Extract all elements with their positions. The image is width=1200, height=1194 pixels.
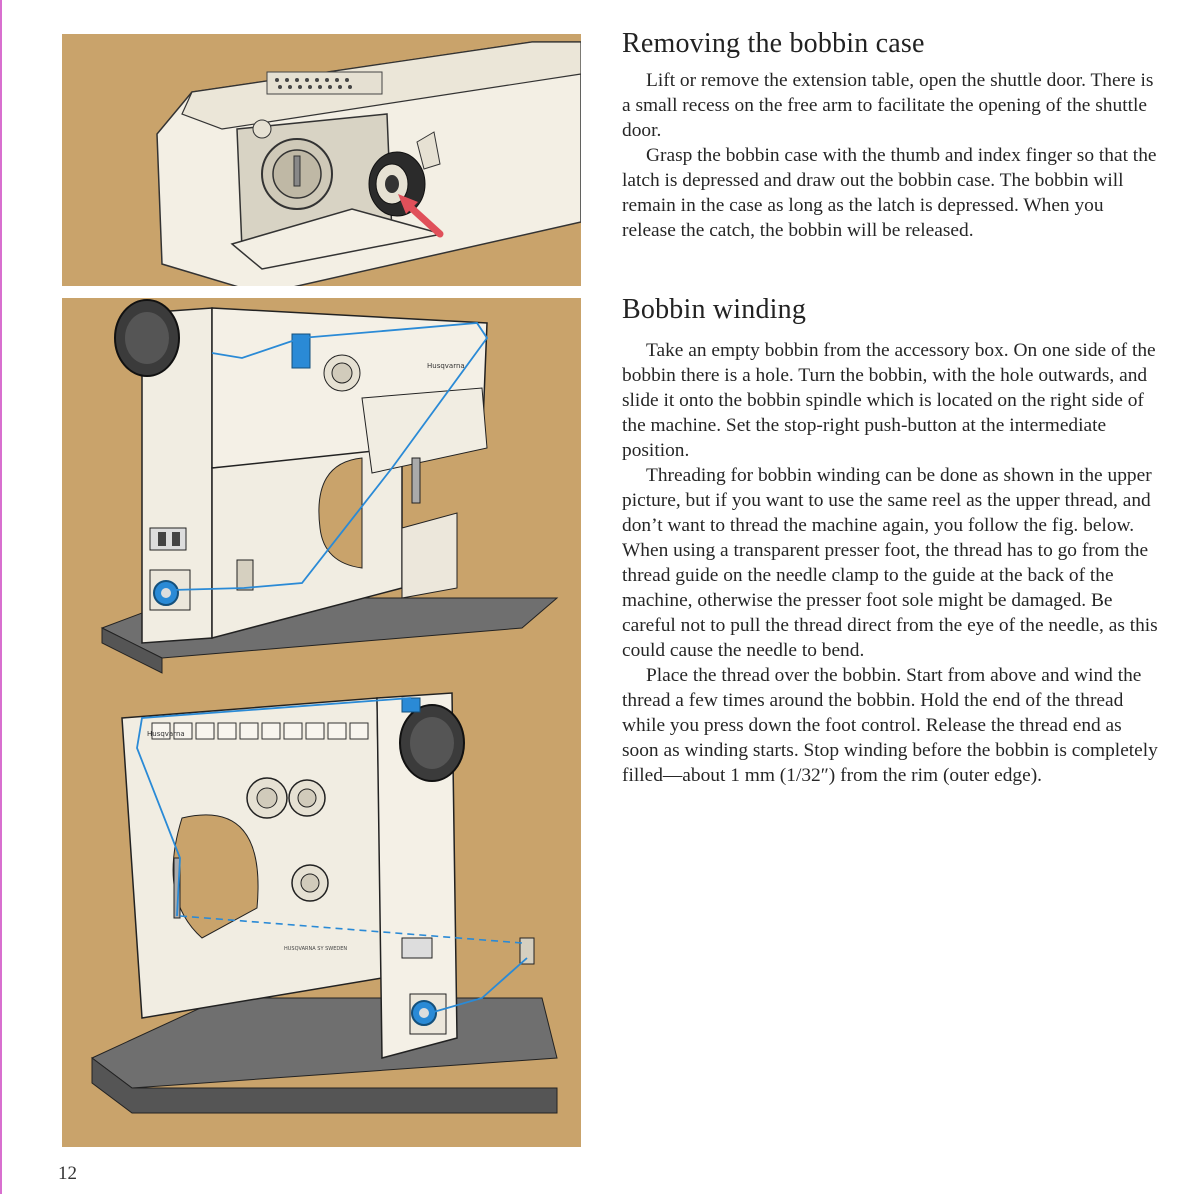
bobbin-case-figure — [62, 34, 581, 286]
paragraph: Take an empty bobbin from the accessory … — [622, 340, 1156, 461]
upper-brand-label: Husqvarna — [427, 362, 465, 370]
section-body-removing-bobbin-case: Lift or remove the extension table, open… — [622, 68, 1162, 243]
paragraph: Threading for bobbin winding can be done… — [622, 465, 1158, 661]
paragraph: Lift or remove the extension table, open… — [622, 70, 1154, 141]
page-number: 12 — [58, 1163, 77, 1184]
lower-machine-badge: HUSQVARNA SY SWEDEN — [284, 946, 347, 952]
bobbin-winding-figure: Husqvarna Husqvarna — [62, 298, 581, 1147]
section-body-bobbin-winding: Take an empty bobbin from the accessory … — [622, 338, 1162, 788]
section-title-removing-bobbin-case: Removing the bobbin case — [622, 28, 925, 59]
page-edge-line — [0, 0, 2, 1194]
paragraph: Place the thread over the bobbin. Start … — [622, 665, 1158, 786]
section-title-bobbin-winding: Bobbin winding — [622, 294, 807, 325]
lower-brand-label: Husqvarna — [147, 730, 185, 738]
bobbin-winding-illustration: Husqvarna Husqvarna — [91, 299, 559, 1114]
bobbin-case-illustration — [156, 41, 581, 286]
red-arrow-icon — [403, 200, 444, 238]
paragraph: Grasp the bobbin case with the thumb and… — [622, 145, 1157, 241]
